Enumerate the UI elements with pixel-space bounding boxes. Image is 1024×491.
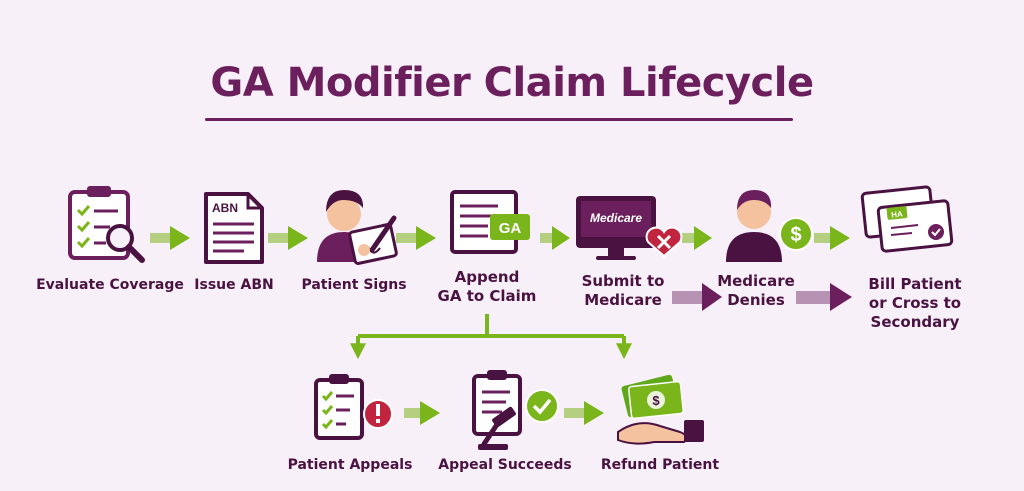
medicare-monitor-icon: Medicare (576, 196, 683, 260)
clipboard-magnifier-icon (68, 186, 145, 263)
label-denies-line1: Medicare (717, 272, 795, 290)
arrow-evaluate-to-issue (150, 226, 190, 250)
label-submit-medicare: Submit to Medicare (570, 272, 676, 310)
purple-arrow-submit-to-denies (672, 283, 722, 311)
label-issue-abn: Issue ABN (194, 277, 274, 293)
abn-document-icon: ABN (204, 192, 264, 264)
arrow-denies-to-bill (814, 226, 850, 250)
branch-connector (350, 314, 632, 360)
label-denies-line2: Denies (727, 291, 785, 309)
abn-document-text: ABN (212, 201, 238, 215)
label-bill-line1: Bill Patient (868, 275, 962, 293)
label-medicare-denies: Medicare Denies (706, 272, 806, 310)
label-refund-patient: Refund Patient (600, 457, 720, 473)
card-tag-text: HA (891, 209, 904, 219)
arrow-appeals-to-succeeds (404, 401, 440, 425)
arrow-succeeds-to-refund (564, 401, 604, 425)
person-dollar-icon: $ (726, 190, 813, 262)
cash-dollar-text: $ (652, 393, 660, 408)
ga-tag-text: GA (499, 220, 522, 237)
label-evaluate-coverage: Evaluate Coverage (36, 277, 184, 293)
arrow-signs-to-append (396, 226, 436, 250)
arrow-append-to-submit (540, 226, 570, 250)
label-patient-appeals: Patient Appeals (287, 457, 413, 473)
purple-arrow-denies-to-bill (796, 283, 852, 311)
medicare-screen-text: Medicare (590, 211, 642, 225)
insurance-cards-icon: HA (860, 185, 954, 253)
claim-document-icon: GA (450, 190, 530, 254)
clipboard-alert-icon (314, 374, 393, 440)
hand-cash-icon: $ (617, 374, 704, 445)
label-bill-patient: Bill Patient or Cross to Secondary (856, 275, 974, 332)
arrow-submit-to-denies (682, 226, 712, 250)
label-submit-line1: Submit to (581, 272, 665, 290)
patient-signing-icon (317, 190, 398, 265)
label-appeal-succeeds: Appeal Succeeds (438, 457, 572, 473)
label-append-line1: Append (454, 268, 520, 286)
arrow-issue-to-signs (268, 226, 308, 250)
label-bill-line3: Secondary (870, 313, 960, 331)
label-submit-line2: Medicare (584, 291, 662, 309)
page-title: GA Modifier Claim Lifecycle (210, 60, 814, 106)
label-append-line2: GA to Claim (437, 287, 537, 305)
dollar-sign-text: $ (790, 224, 801, 246)
label-bill-line2: or Cross to (868, 294, 962, 312)
title-underline (205, 118, 793, 121)
clipboard-gavel-icon (472, 370, 559, 450)
label-append-ga: Append GA to Claim (420, 268, 554, 306)
label-patient-signs: Patient Signs (301, 277, 407, 293)
